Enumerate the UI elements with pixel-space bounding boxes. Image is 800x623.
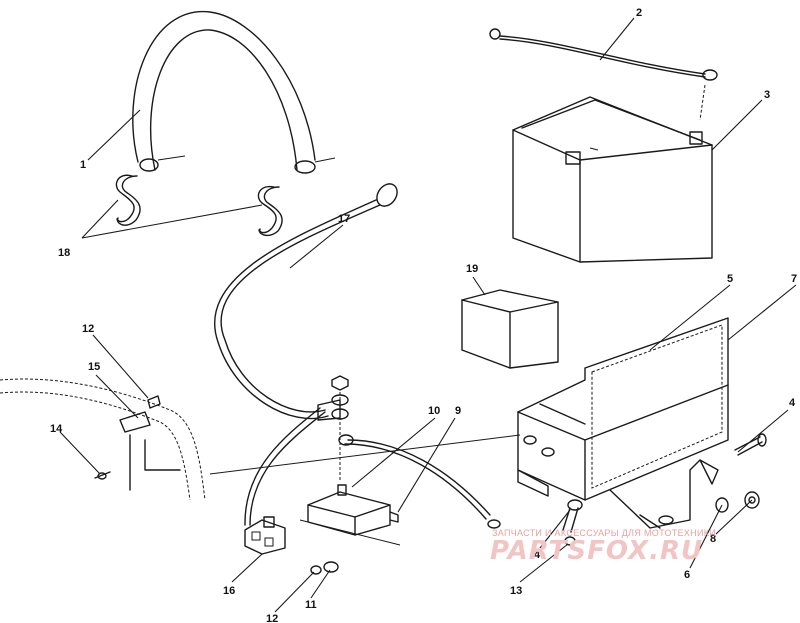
callout-13: 13 — [510, 585, 522, 597]
leader-lines — [59, 17, 797, 613]
callout-5: 5 — [727, 273, 733, 285]
callout-6: 6 — [684, 569, 690, 581]
watermark-tagline: ЗАПЧАСТИ И АКСЕССУАРЫ ДЛЯ МОТОТЕХНИКИ — [492, 528, 717, 538]
part-strap — [132, 11, 336, 174]
callout-10: 10 — [428, 405, 440, 417]
callout-18: 18 — [58, 247, 70, 259]
callout-16: 16 — [223, 585, 235, 597]
callout-12-upper: 12 — [82, 323, 94, 335]
callout-9: 9 — [455, 405, 461, 417]
callout-labels: 1 2 3 4 4 5 6 7 8 9 10 11 12 12 13 14 15… — [50, 7, 797, 623]
part-relay-cable — [244, 407, 326, 555]
part-battery-box — [517, 317, 729, 529]
part-washer-nut — [310, 561, 339, 575]
callout-4-bolt: 4 — [789, 397, 796, 409]
callout-8: 8 — [710, 533, 716, 545]
part-cable-2 — [489, 28, 718, 121]
callout-3: 3 — [764, 89, 770, 101]
callout-4-lower: 4 — [534, 549, 541, 561]
callout-17: 17 — [338, 213, 350, 225]
part-nut-stack — [331, 375, 349, 480]
callout-12-lower: 12 — [266, 613, 278, 623]
callout-1: 1 — [80, 159, 86, 171]
callout-14: 14 — [50, 423, 63, 435]
watermark-brand: PARTSFOX.RU — [490, 536, 704, 566]
callout-7: 7 — [791, 273, 797, 285]
alignment-lines — [209, 434, 521, 546]
callout-11: 11 — [305, 599, 317, 611]
part-cable-17 — [214, 183, 398, 421]
callout-2: 2 — [636, 7, 642, 19]
part-pad — [461, 289, 559, 369]
callout-15: 15 — [88, 361, 100, 373]
part-battery — [512, 96, 713, 263]
callout-19: 19 — [466, 263, 478, 275]
part-frame — [0, 378, 206, 501]
partsfox-watermark: ЗАПЧАСТИ И АКСЕССУАРЫ ДЛЯ МОТОТЕХНИКИ PA… — [490, 528, 790, 566]
part-s-hooks — [115, 174, 283, 237]
